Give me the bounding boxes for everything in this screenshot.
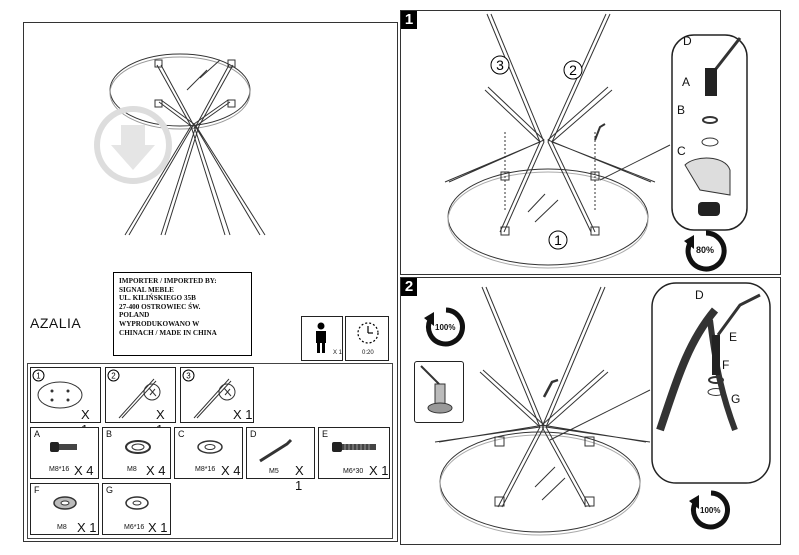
table-overview-drawing: [109, 53, 266, 236]
hardware-a-label: A: [34, 429, 41, 439]
torque-80-icon: [684, 230, 727, 272]
step-2-number: 2: [401, 278, 417, 296]
hardware-d-size: M5: [269, 468, 279, 475]
part-3-qty: X 1: [233, 407, 253, 422]
part-3-label-circle: 3: [182, 369, 195, 382]
detail-label-c: C: [677, 144, 686, 158]
importer-line: UL. KILIŃSKIEGO 35B: [119, 294, 196, 303]
importer-line: 27-400 OSTROWIEC ŚW.: [119, 302, 201, 311]
part-1-box: 1 X 1: [30, 367, 101, 437]
nut-icon: [53, 496, 77, 510]
step-2-detail: [549, 282, 771, 484]
part-3-box: 3 X 1: [180, 367, 254, 423]
detail-label-d: D: [683, 34, 692, 48]
importer-line: WYPRODUKOWANO W: [119, 319, 200, 328]
person-icon: [316, 322, 326, 353]
importer-line: POLAND: [119, 311, 150, 320]
hardware-f-label: F: [34, 485, 40, 495]
bolt-detail-icon: [420, 365, 453, 414]
step-1-number: 1: [401, 11, 417, 29]
part-2-box: 2 X 1: [105, 367, 176, 437]
detail-label-g: G: [731, 392, 741, 406]
glass-top-icon: [37, 381, 83, 409]
detail-label-a: A: [682, 75, 691, 89]
time-box: 0:20: [345, 316, 389, 361]
hardware-b-qty: X 4: [146, 463, 166, 478]
washer-icon: [125, 496, 149, 510]
hardware-c-box: C M8*16 X 4: [174, 427, 243, 479]
hardware-c-size: M8*16: [195, 466, 216, 473]
hardware-a-size: M8*16: [49, 466, 70, 473]
flat-washer-icon: [197, 440, 223, 454]
step-2-small-detail: [414, 361, 464, 423]
detail-label-f: F: [722, 358, 730, 372]
importer-box: IMPORTER / IMPORTED BY: SIGNAL MEBLE UL.…: [113, 272, 252, 356]
torque-100-right-label: 100%: [700, 506, 721, 515]
hardware-d-qty: X 1: [295, 463, 304, 493]
torque-100-left-icon: [424, 307, 465, 347]
watermark-icon: [94, 106, 172, 184]
persons-qty: X 1: [333, 350, 343, 356]
part-2-label: 2: [111, 372, 116, 381]
torque-100-left-label: 100%: [435, 323, 456, 332]
torque-100-right-icon: [689, 490, 730, 530]
spring-washer-icon: [125, 440, 151, 454]
importer-line: CHINACH / MADE IN CHINA: [119, 328, 217, 337]
step-1-drawing: 3 2 1: [444, 13, 656, 269]
hardware-a-box: A M8*16 X 4: [30, 427, 99, 479]
callout-2: 2: [569, 62, 577, 78]
hardware-g-qty: X 1: [148, 520, 168, 535]
hardware-c-label: C: [178, 429, 185, 439]
hardware-g-label: G: [106, 485, 114, 495]
importer-line: IMPORTER / IMPORTED BY:: [119, 277, 217, 285]
hardware-f-box: F M8 X 1: [30, 483, 99, 535]
hardware-b-label: B: [106, 429, 113, 439]
persons-box: X 1: [301, 316, 343, 361]
hardware-e-qty: X 1: [369, 463, 389, 478]
hardware-e-box: E M6*30 X 1: [318, 427, 390, 479]
hardware-b-box: B M8 X 4: [102, 427, 171, 479]
leg-frame-icon: [118, 378, 161, 419]
part-3-label: 3: [186, 372, 191, 381]
detail-label-e: E: [729, 330, 738, 344]
time-value: 0:20: [362, 350, 374, 356]
hardware-f-size: M8: [57, 524, 67, 531]
hardware-b-size: M8: [127, 466, 137, 473]
hardware-f-qty: X 1: [77, 520, 97, 535]
leg-frame-icon: [193, 378, 236, 419]
callout-1: 1: [554, 232, 562, 248]
hardware-e-label: E: [322, 429, 329, 439]
long-bolt-icon: [332, 442, 376, 452]
detail-label-b: B: [677, 103, 686, 117]
torque-80-label: 80%: [696, 245, 715, 255]
part-2-label-circle: 2: [107, 369, 120, 382]
detail-label-d2: D: [695, 288, 704, 302]
hardware-d-label: D: [250, 429, 257, 439]
hardware-e-size: M6*30: [343, 468, 364, 475]
hardware-g-size: M6*16: [124, 524, 145, 531]
hardware-c-qty: X 4: [221, 463, 241, 478]
hardware-a-qty: X 4: [74, 463, 94, 478]
step-1-detail: [600, 34, 748, 231]
hardware-g-box: G M6*16 X 1: [102, 483, 171, 535]
step-2-drawing: [434, 286, 651, 536]
bolt-icon: [50, 442, 77, 452]
allen-key-icon: [259, 438, 293, 463]
model-name: AZALIA: [30, 315, 82, 331]
callout-3: 3: [496, 57, 504, 73]
importer-line: SIGNAL MEBLE: [119, 285, 174, 294]
part-1-label: 1: [36, 372, 41, 381]
hardware-d-box: D M5 X 1: [246, 427, 315, 493]
clock-icon: [357, 322, 379, 344]
part-1-label-circle: 1: [32, 369, 45, 382]
